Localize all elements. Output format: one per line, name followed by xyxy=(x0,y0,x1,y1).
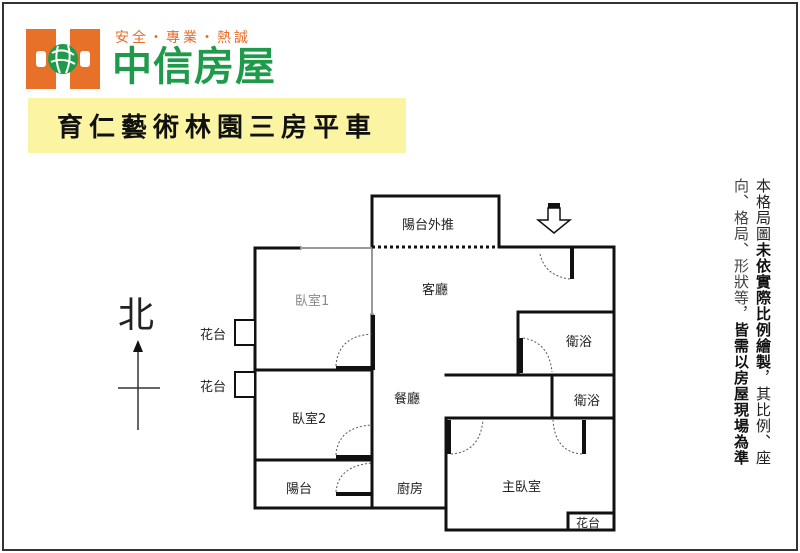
listing-title: 育仁藝術林園三房平車 xyxy=(56,113,377,143)
disclaimer-column-2: 向、格局、形狀等，皆需以房屋現場為準 xyxy=(732,178,750,466)
room-bathroom2: 衛浴 xyxy=(574,394,601,409)
company-name: 中信房屋 xyxy=(112,44,276,90)
room-living: 客廳 xyxy=(422,283,449,298)
listing-title-banner: 育仁藝術林園三房平車 xyxy=(28,98,406,153)
disclaimer-column-1: 本格局圖未依實際比例繪製，其比例、座 xyxy=(754,178,772,466)
room-kitchen: 廚房 xyxy=(397,482,424,497)
room-master-bedroom: 主臥室 xyxy=(502,480,542,495)
room-balcony-extended: 陽台外推 xyxy=(402,218,455,233)
room-planter3: 花台 xyxy=(576,516,601,530)
company-logo-icon xyxy=(26,29,100,89)
company-slogan: 安全・專業・熱誠 xyxy=(115,30,251,46)
room-bedroom1: 臥室1 xyxy=(295,294,330,309)
room-planter2: 花台 xyxy=(200,380,227,395)
room-bathroom1: 衛浴 xyxy=(566,335,593,350)
room-planter1: 花台 xyxy=(200,328,227,343)
room-balcony: 陽台 xyxy=(286,482,313,497)
north-indicator: 北 xyxy=(118,295,155,336)
room-dining: 餐廳 xyxy=(394,392,421,407)
room-bedroom2: 臥室2 xyxy=(292,412,327,427)
